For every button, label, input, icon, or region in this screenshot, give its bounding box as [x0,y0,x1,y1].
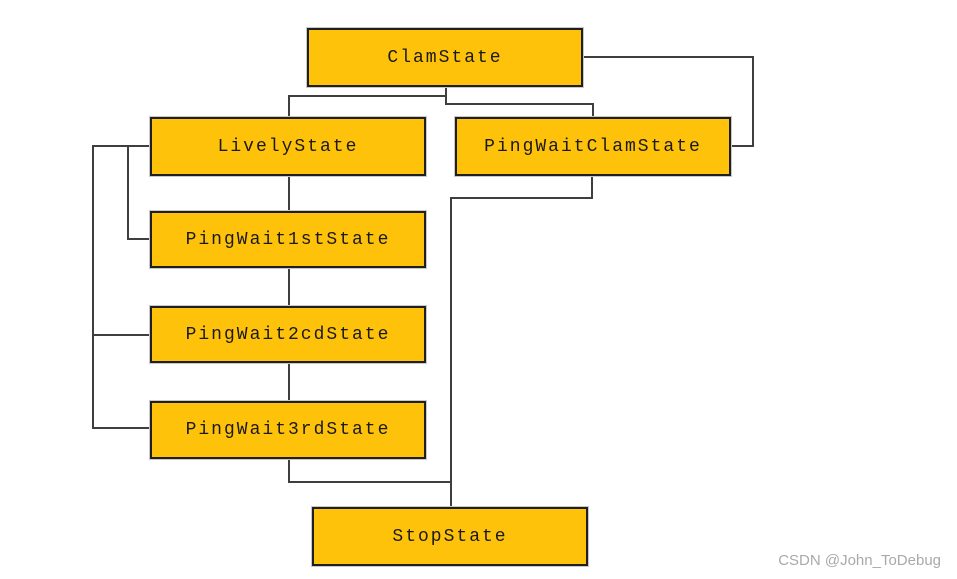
edge-pingwaitclamstate-stopstate [450,176,593,507]
edge-clamstate-pingwaitclamstate-right [583,56,754,147]
edge-leftbus-pingwait1ststate [127,146,150,240]
state-node-pingwaitclamstate[interactable]: PingWaitClamState [454,116,732,177]
edge-clamstate-livelystate [288,95,446,116]
edge-pingwait3rdstate-stopstate [288,459,451,483]
csdn-watermark: CSDN @John_ToDebug [778,552,941,569]
state-node-livelystate[interactable]: LivelyState [149,116,427,177]
edge-livelystate-leftbus-pingwait3rdstate [92,145,150,429]
state-node-pingwait3rdstate[interactable]: PingWait3rdState [149,400,427,460]
state-node-pingwait1ststate[interactable]: PingWait1stState [149,210,427,269]
state-node-label: PingWait3rdState [185,420,391,440]
state-node-label: PingWait2cdState [185,324,391,345]
state-node-stopstate[interactable]: StopState [311,506,589,567]
state-node-label: ClamState [387,47,503,68]
state-node-clamstate[interactable]: ClamState [306,27,584,88]
state-node-label: PingWaitClamState [484,136,702,157]
state-node-label: StopState [392,526,508,547]
state-node-pingwait2cdstate[interactable]: PingWait2cdState [149,305,427,364]
edge-clamstate-pingwaitclamstate-top [445,88,594,116]
state-node-label: PingWait1stState [185,229,391,250]
state-node-label: LivelyState [217,136,359,157]
